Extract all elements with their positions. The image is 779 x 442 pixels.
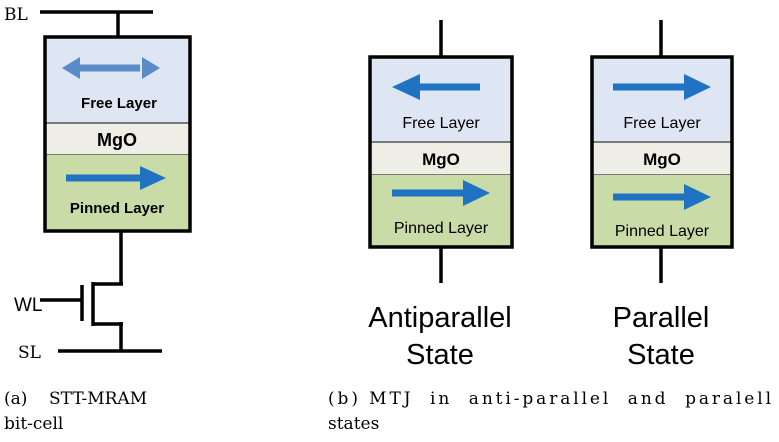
- p-pinned-layer-label: Pinned Layer: [615, 223, 710, 240]
- wl-label: WL: [14, 295, 43, 316]
- ap-mgo-region: [370, 142, 512, 175]
- right-arrow-icon: [66, 166, 166, 190]
- caption-b-line2: states: [328, 414, 379, 434]
- mtj-antiparallel: Free Layer MgO Pinned Layer Antiparallel…: [368, 20, 514, 371]
- parallel-state-word: State: [627, 339, 695, 371]
- stt-mram-bitcell: BL Free Layer MgO Pinned Layer: [4, 5, 192, 363]
- ap-free-layer-label: Free Layer: [402, 115, 480, 132]
- caption-a-line1: (a) STT-MRAM: [4, 389, 147, 409]
- right-arrow-icon: [613, 184, 711, 210]
- bl-label: BL: [4, 5, 28, 25]
- left-arrow-icon: [392, 74, 480, 100]
- mgo-label: MgO: [97, 130, 137, 150]
- pinned-layer-label: Pinned Layer: [70, 200, 164, 217]
- right-arrow-icon: [613, 74, 711, 100]
- bidirectional-arrow-icon: [62, 57, 160, 79]
- parallel-title: Parallel: [613, 302, 710, 334]
- ap-pinned-layer-label: Pinned Layer: [394, 220, 489, 237]
- access-transistor: [40, 282, 123, 351]
- free-layer-label: Free Layer: [81, 95, 157, 112]
- mtj-parallel: Free Layer MgO Pinned Layer Parallel Sta…: [590, 20, 734, 371]
- antiparallel-state-word: State: [406, 339, 474, 371]
- p-pinned-layer-region: [592, 175, 732, 247]
- p-mgo-region: [592, 142, 732, 175]
- sl-label: SL: [18, 343, 41, 363]
- mtj-outline: [43, 35, 192, 233]
- antiparallel-title: Antiparallel: [368, 302, 511, 334]
- mgo-region: [45, 123, 190, 155]
- free-layer-region: [45, 37, 190, 123]
- caption-a-line2: bit-cell: [4, 414, 63, 434]
- p-free-layer-region: [592, 57, 732, 142]
- ap-mgo-label: MgO: [422, 150, 460, 169]
- right-arrow-icon: [392, 180, 490, 206]
- caption-b-line1: (b) MTJ in anti-parallel and paralell: [328, 389, 771, 409]
- p-mgo-label: MgO: [643, 150, 681, 169]
- p-free-layer-label: Free Layer: [623, 115, 701, 132]
- ap-free-layer-region: [370, 57, 512, 142]
- ap-pinned-layer-region: [370, 175, 512, 247]
- pinned-layer-region: [45, 155, 190, 231]
